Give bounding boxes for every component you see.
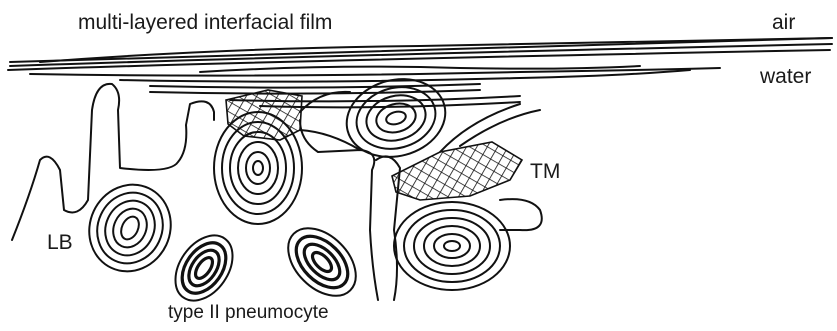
- lamellar-body-upper: [338, 68, 454, 167]
- interfacial-film: [8, 38, 832, 107]
- tubular-myelin-lower: [392, 142, 522, 200]
- lamellar-body-dense-2: [275, 215, 368, 308]
- tubular-myelin-upper: [226, 90, 302, 140]
- lamellar-body-dense-1: [164, 225, 245, 312]
- tubular-myelin-label: TM: [530, 161, 560, 182]
- water-label: water: [760, 66, 811, 87]
- lamellar-body-lb: [75, 171, 185, 285]
- film-label: multi-layered interfacial film: [78, 12, 332, 33]
- cell-outline: [12, 84, 214, 240]
- lamellar-body-lower-right: [394, 202, 510, 290]
- cell-label: type II pneumocyte: [168, 303, 329, 322]
- lamellar-body-label: LB: [47, 232, 73, 253]
- air-label: air: [772, 12, 795, 33]
